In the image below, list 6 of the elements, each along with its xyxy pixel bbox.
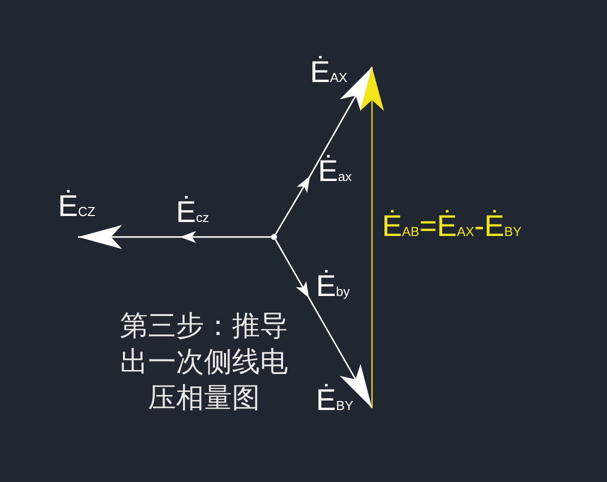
phasor-arrow xyxy=(78,225,271,249)
phasor-arrow xyxy=(360,67,384,408)
dot-marker xyxy=(271,234,277,240)
caption-text: 第三步：推导出一次侧线电压相量图 xyxy=(119,308,289,416)
phasor-arrow xyxy=(274,239,373,408)
phasor-arrow xyxy=(274,66,373,235)
